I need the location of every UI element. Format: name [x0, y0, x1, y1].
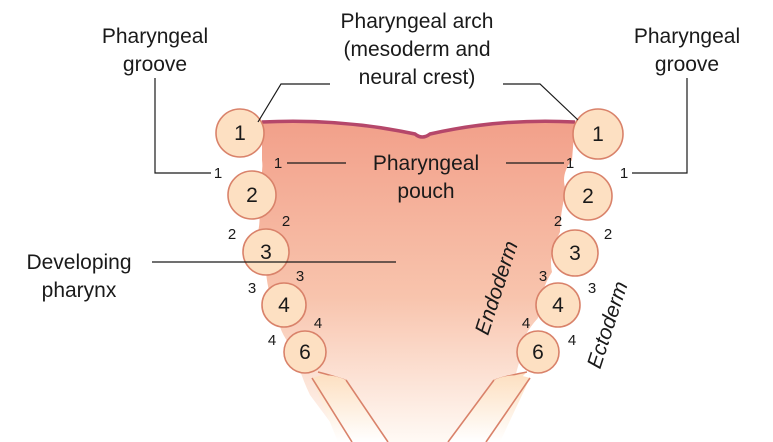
right-arch-number-2: 2 — [582, 185, 594, 208]
right-arch-number-3: 3 — [569, 242, 581, 265]
left-groove-number-1: 1 — [214, 165, 222, 182]
left-arch-number-1: 1 — [234, 122, 246, 145]
left-pouch-number-2: 2 — [282, 213, 290, 230]
label-pharynx-line2: pharynx — [42, 279, 117, 302]
right-pouch-number-4: 4 — [522, 315, 530, 332]
right-arch-number-4: 4 — [552, 294, 564, 317]
left-arch-number-6: 6 — [299, 341, 311, 364]
left-pouch-number-4: 4 — [314, 315, 322, 332]
left-groove-number-4: 4 — [268, 332, 276, 349]
left-pouch-number-3: 3 — [296, 268, 304, 285]
label-groove-right-line1: Pharyngeal — [634, 25, 740, 48]
left-arch-number-2: 2 — [246, 184, 258, 207]
left-pouch-number-1: 1 — [274, 155, 282, 172]
right-groove-number-4: 4 — [568, 332, 576, 349]
left-groove-number-2: 2 — [228, 226, 236, 243]
label-groove-left-line2: groove — [123, 53, 187, 76]
left-groove-number-3: 3 — [248, 280, 256, 297]
label-pharyngeal-groove-left: Pharyngeal groove — [102, 25, 208, 76]
left-arch-number-3: 3 — [260, 241, 272, 264]
right-pouch-number-2: 2 — [554, 213, 562, 230]
label-pouch-line2: pouch — [397, 180, 454, 203]
label-developing-pharynx: Developing pharynx — [26, 251, 131, 302]
right-arch-number-6: 6 — [532, 341, 544, 364]
leader-arch-left — [258, 84, 330, 122]
right-arch-number-1: 1 — [592, 123, 604, 146]
right-groove-number-1: 1 — [620, 165, 628, 182]
right-pouch-number-3: 3 — [539, 268, 547, 285]
label-arch-line2: (mesoderm and — [343, 38, 490, 61]
left-arch-number-4: 4 — [278, 294, 290, 317]
leader-left-groove — [155, 78, 211, 173]
label-pharyngeal-groove-right: Pharyngeal groove — [634, 25, 740, 76]
label-pharyngeal-arch: Pharyngeal arch (mesoderm and neural cre… — [341, 10, 494, 89]
label-arch-line1: Pharyngeal arch — [341, 10, 494, 33]
right-groove-number-2: 2 — [604, 226, 612, 243]
label-arch-line3: neural crest) — [359, 66, 476, 89]
right-pouch-number-1: 1 — [566, 155, 574, 172]
leader-arch-right — [503, 84, 578, 120]
label-pouch-line1: Pharyngeal — [373, 152, 479, 175]
label-groove-right-line2: groove — [655, 53, 719, 76]
label-pharynx-line1: Developing — [26, 251, 131, 274]
label-groove-left-line1: Pharyngeal — [102, 25, 208, 48]
leader-right-groove — [632, 78, 687, 173]
right-groove-number-3: 3 — [588, 280, 596, 297]
